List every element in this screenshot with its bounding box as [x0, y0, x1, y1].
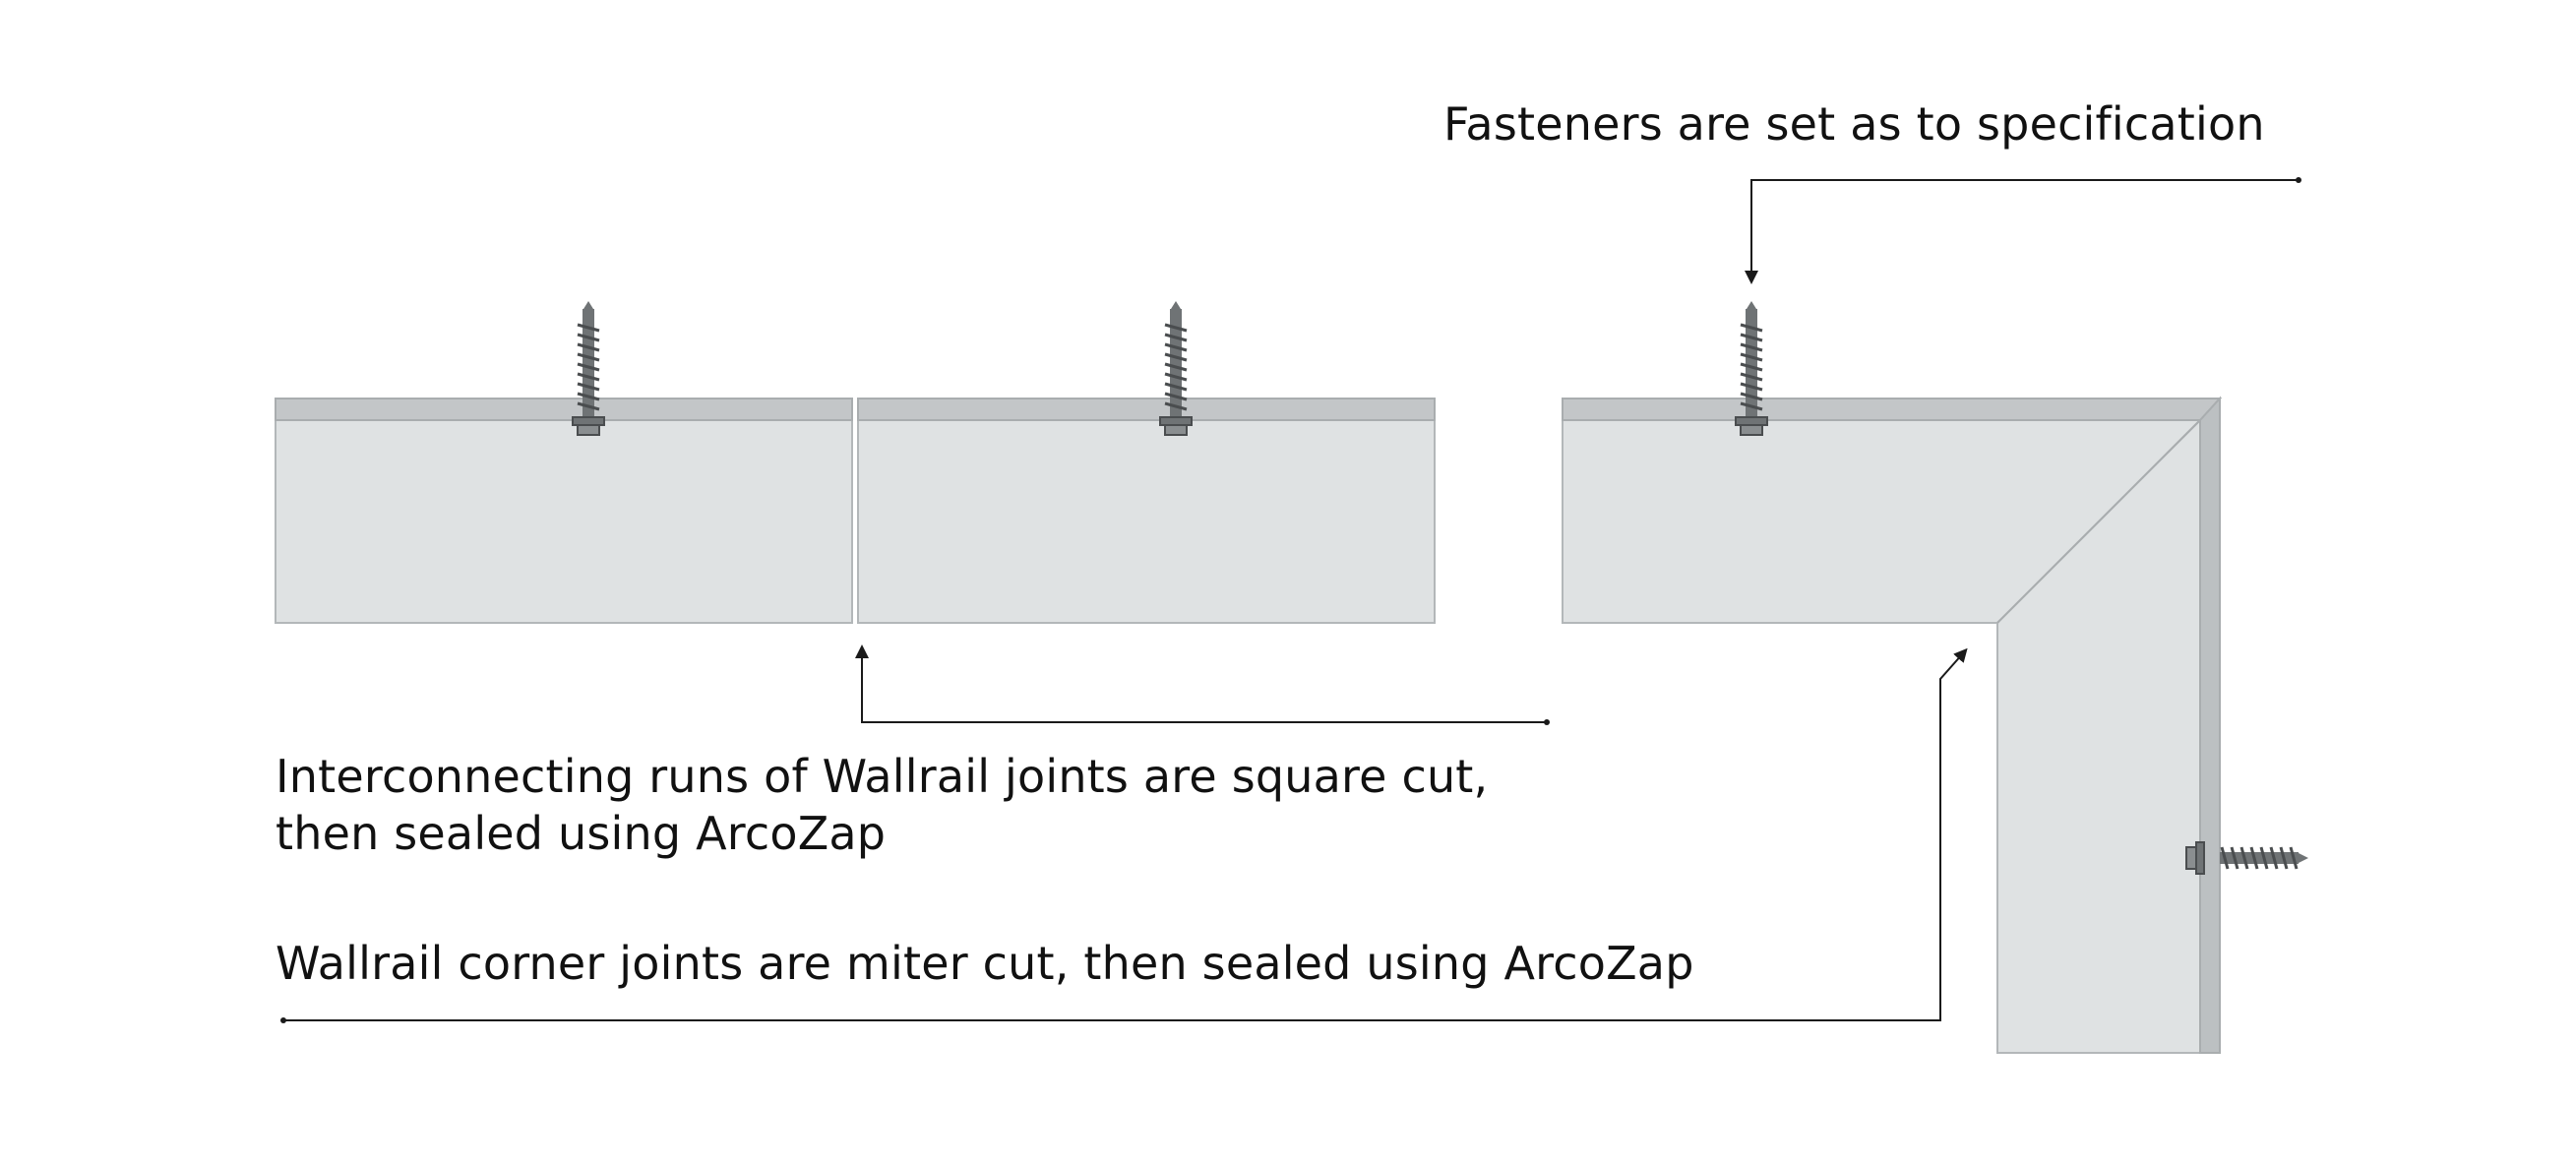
fastener-icon-corner-side — [2185, 841, 2308, 875]
wallrail-panel-left — [275, 398, 853, 624]
wallrail-panel-right — [857, 398, 1436, 624]
fastener-icon-middle — [1159, 301, 1193, 436]
wallrail-corner-vertical-panel — [1996, 396, 2221, 1054]
fastener-icon-corner-top — [1735, 301, 1768, 436]
leader-square-cut — [855, 644, 1550, 725]
fastener-icon-left — [572, 301, 605, 436]
leader-miter-cut — [280, 647, 1968, 1023]
square-cut-annotation-line1: Interconnecting runs of Wallrail joints … — [276, 750, 1489, 803]
miter-cut-annotation: Wallrail corner joints are miter cut, th… — [276, 937, 1694, 990]
leader-fasteners — [1745, 177, 2301, 284]
square-cut-annotation-line2: then sealed using ArcoZap — [276, 807, 887, 860]
fasteners-annotation: Fasteners are set as to specification — [1443, 97, 2265, 151]
